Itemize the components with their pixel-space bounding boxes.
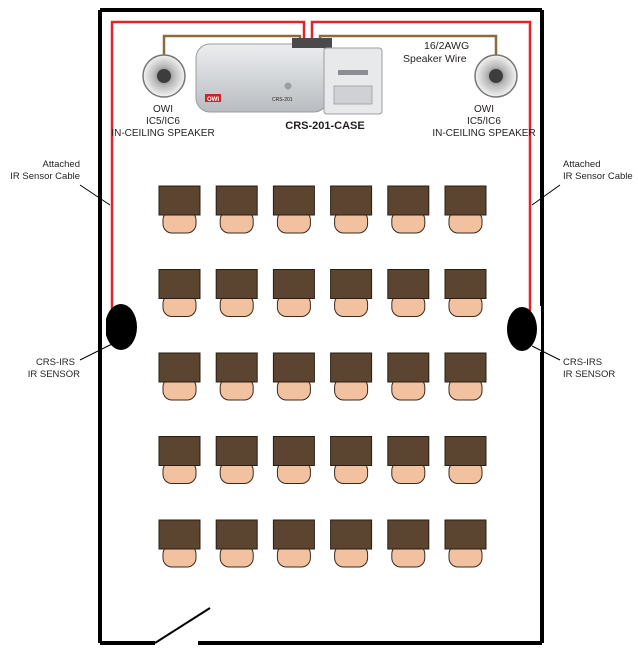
amplifier-logo xyxy=(205,94,221,102)
amplifier-bay xyxy=(333,85,373,105)
ir-sensor-left-body xyxy=(105,304,137,350)
cable-left-line2: IR Sensor Cable xyxy=(10,171,80,182)
desk xyxy=(215,519,258,550)
desk xyxy=(444,269,487,299)
speaker-left-model: IC5/IC6 xyxy=(146,116,180,127)
desk xyxy=(330,519,373,550)
amplifier: OWI CRS-201 xyxy=(195,38,383,115)
speaker-wire-label: Speaker Wire xyxy=(403,53,467,65)
speaker-right xyxy=(474,54,518,98)
desk xyxy=(387,436,430,466)
desk xyxy=(387,185,430,216)
amplifier-panel-text: CRS-201 xyxy=(272,97,293,103)
desk xyxy=(272,269,315,299)
ir-sensor-left xyxy=(102,304,137,350)
cable-right-line1: Attached xyxy=(563,159,601,170)
desk xyxy=(158,352,201,383)
amplifier-knob xyxy=(284,82,292,90)
desk xyxy=(215,185,258,216)
sensor-left-line1: CRS-IRS xyxy=(36,357,75,368)
desk xyxy=(444,185,487,216)
speaker-wire-gauge-label: 16/2AWG xyxy=(424,40,469,52)
sensor-right-line1: CRS-IRS xyxy=(563,357,602,368)
speaker-right-cone xyxy=(489,69,503,83)
seating-grid xyxy=(158,185,487,568)
desk xyxy=(444,436,487,466)
sensor-right-line2: IR SENSOR xyxy=(563,369,615,380)
desk xyxy=(330,352,373,383)
speaker-left-brand: OWI xyxy=(153,104,173,115)
amplifier-connectors xyxy=(292,38,332,48)
desk xyxy=(272,519,315,550)
ir-sensor-right xyxy=(507,306,541,352)
speaker-right-type: IN-CEILING SPEAKER xyxy=(432,128,535,139)
desk xyxy=(330,269,373,299)
speaker-left-cone xyxy=(157,69,171,83)
cable-left-line1: Attached xyxy=(43,159,81,170)
callout-sensor-left xyxy=(79,343,113,361)
speaker-left xyxy=(142,54,186,98)
desk xyxy=(387,352,430,383)
desk xyxy=(215,436,258,466)
callout-sensor-right xyxy=(531,345,561,361)
callout-cable-right xyxy=(531,184,561,206)
desk xyxy=(215,269,258,299)
amplifier-logo-text: OWI xyxy=(207,97,219,103)
desk xyxy=(387,519,430,550)
desk xyxy=(158,185,201,216)
desk xyxy=(444,352,487,383)
sensor-left-line2: IR SENSOR xyxy=(28,369,80,380)
desk xyxy=(330,185,373,216)
desk xyxy=(272,185,315,216)
desk xyxy=(158,519,201,550)
callout-cable-left xyxy=(79,184,111,206)
desk xyxy=(158,269,201,299)
desk xyxy=(215,352,258,383)
ir-sensor-right-mount xyxy=(537,306,541,352)
desk xyxy=(158,436,201,466)
cable-right-line2: IR Sensor Cable xyxy=(563,171,633,182)
desk xyxy=(387,269,430,299)
desk xyxy=(330,436,373,466)
speaker-right-brand: OWI xyxy=(474,104,494,115)
ir-sensor-left-mount xyxy=(102,304,106,350)
amplifier-buttons xyxy=(338,70,368,75)
ir-sensor-right-body xyxy=(507,307,537,351)
room-walls xyxy=(98,8,544,645)
speaker-left-type: IN-CEILING SPEAKER xyxy=(111,128,214,139)
amplifier-model-label: CRS-201-CASE xyxy=(285,120,364,132)
desk xyxy=(444,519,487,550)
desk xyxy=(272,352,315,383)
desk xyxy=(272,436,315,466)
door xyxy=(154,607,211,644)
speaker-right-model: IC5/IC6 xyxy=(467,116,501,127)
